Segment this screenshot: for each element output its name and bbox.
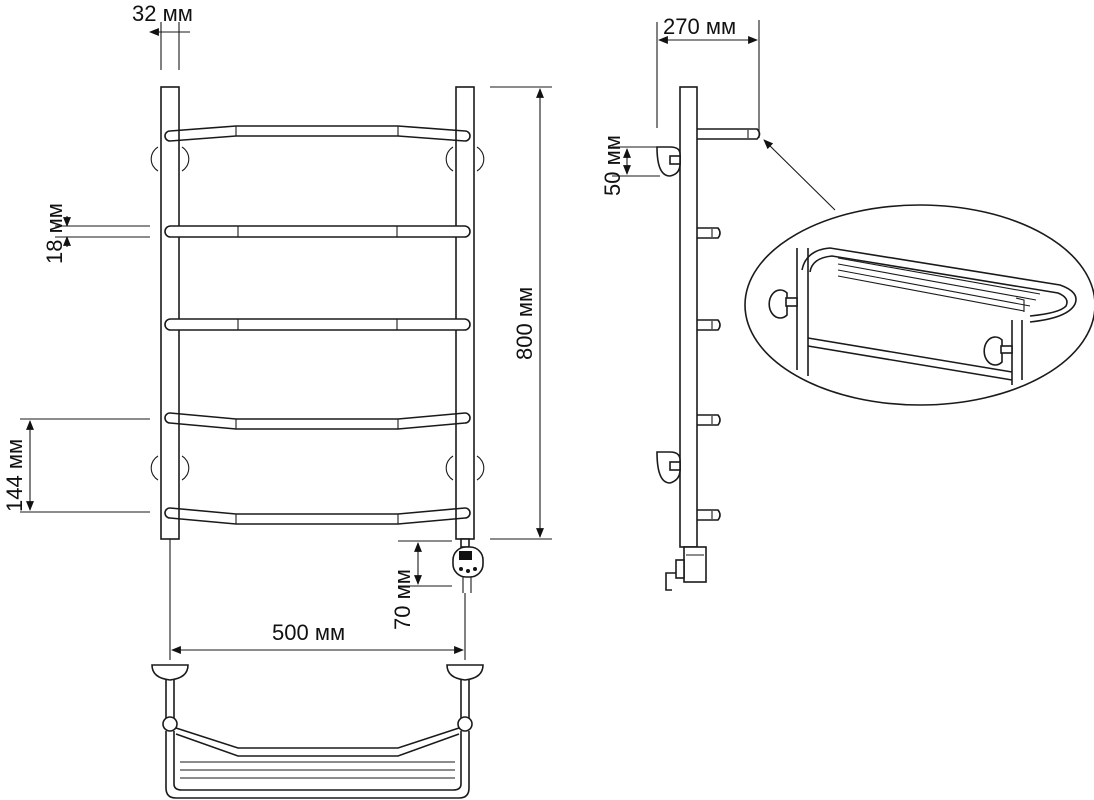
dim-label-crossbar-spacing: 144 мм [2,439,27,512]
crossbar-straight-2 [164,225,471,238]
detail-leader [763,139,836,211]
shelf-detail [744,204,1094,406]
dim-label-width: 500 мм [272,620,345,645]
crossbar-straight-3 [164,318,471,331]
dim-mount-offset: 50 мм [600,135,660,196]
dim-tube-diameter: 32 мм [132,1,193,70]
mount-disc-bottom-left-l [150,455,159,481]
dim-crossbar-spacing: 144 мм [2,418,150,513]
left-upright [160,86,180,540]
detail-ellipse [744,204,1094,406]
dim-label-depth: 270 мм [663,14,736,39]
front-view: 32 мм 18 мм 144 мм 800 мм [2,1,552,799]
dim-label-crossbar-thickness: 18 мм [42,203,67,264]
side-top-arm [697,128,761,140]
dim-label-mount-offset: 50 мм [600,135,625,196]
mount-disc-top-right-l [445,146,454,172]
dim-width: 500 мм [169,539,466,660]
dim-label-heater-offset: 70 мм [390,569,415,630]
mount-disc-bottom-right [476,455,485,481]
dim-label-tube-diameter: 32 мм [132,1,193,26]
right-upright [455,86,475,540]
side-mount-top [656,146,681,177]
mount-disc-bottom-right-l [445,455,454,481]
top-view [151,664,484,799]
side-upright [679,86,698,548]
side-heater [665,546,707,591]
side-view: 270 мм 50 мм [600,14,836,591]
mount-disc-top-right [476,146,485,172]
crossbar-curved-1 [164,125,471,142]
dim-height: 800 мм [490,86,552,540]
heater-control-unit [452,538,484,593]
dim-label-height: 800 мм [512,287,537,360]
mount-disc-bottom-left [181,455,190,481]
side-mount-bottom [656,451,681,484]
mount-disc-top-left [150,146,159,172]
dim-depth: 270 мм [656,14,760,138]
crossbar-curved-5 [164,507,471,525]
crossbar-curved-4 [164,412,471,430]
dim-crossbar-thickness: 18 мм [42,203,150,264]
mount-disc-top-left-r [181,146,190,172]
dim-heater-offset: 70 мм [390,540,452,630]
